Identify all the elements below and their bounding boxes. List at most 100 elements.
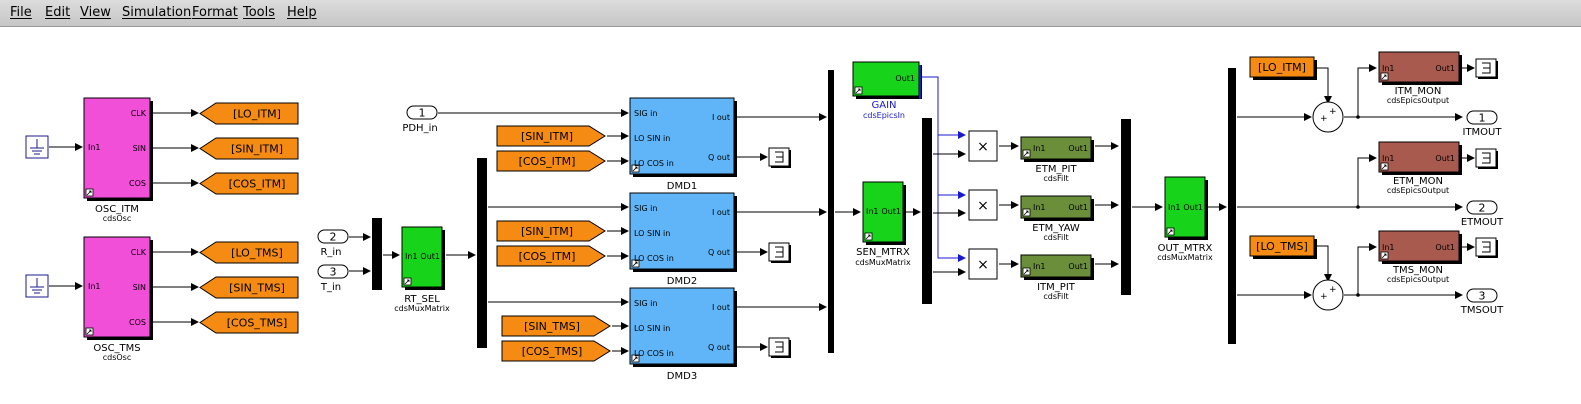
inport-r-in[interactable]: 2 bbox=[317, 229, 349, 244]
sum-sign: + bbox=[1320, 292, 1328, 302]
outport-tmsout[interactable]: 3 bbox=[1466, 288, 1498, 303]
terminator-icon bbox=[1482, 152, 1491, 164]
outport-etmout[interactable]: 2 bbox=[1466, 200, 1498, 215]
block-diagram-canvas: In1CLKSINCOSOSC_ITMcdsOsc[LO_ITM][SIN_IT… bbox=[25, 51, 1504, 382]
port-label: SIG in bbox=[634, 299, 657, 308]
demod-2-q-terminator[interactable] bbox=[768, 242, 791, 263]
monitor-terminator[interactable] bbox=[1475, 237, 1498, 258]
from-tag-label: [COS_ITM] bbox=[519, 155, 576, 168]
monitor-terminator[interactable] bbox=[1475, 58, 1498, 79]
sum-block[interactable]: ++ bbox=[1312, 279, 1344, 311]
block-body bbox=[629, 192, 735, 270]
filter-lib: cdsFilt bbox=[1043, 233, 1068, 242]
menu-format[interactable]: Format bbox=[192, 5, 238, 20]
product-body bbox=[968, 189, 998, 221]
filter-lib: cdsFilt bbox=[1043, 292, 1068, 301]
osc-tms-ground-source[interactable] bbox=[25, 274, 49, 298]
port-number: 2 bbox=[330, 231, 337, 244]
terminator-icon bbox=[775, 151, 784, 163]
port-label: CLK bbox=[131, 248, 147, 257]
from-tag-label: [SIN_ITM] bbox=[521, 225, 573, 238]
mux-r-t[interactable] bbox=[372, 218, 382, 290]
goto-tag[interactable]: [LO_TMS] bbox=[199, 241, 299, 264]
monitor-branch-wire bbox=[1357, 154, 1377, 207]
demux-rt[interactable] bbox=[477, 158, 487, 348]
goto-tag[interactable]: [LO_ITM] bbox=[199, 102, 299, 125]
from-tag[interactable]: [SIN_ITM] bbox=[496, 220, 606, 242]
inport-pdh-in[interactable]: 1 bbox=[406, 105, 438, 120]
goto-tag-label: [COS_TMS] bbox=[227, 317, 288, 330]
block-body bbox=[401, 226, 443, 288]
port-label: Out1 bbox=[1435, 154, 1455, 163]
goto-tag-label: [SIN_ITM] bbox=[231, 143, 283, 156]
block-body bbox=[862, 181, 904, 243]
osc-itm-ground-source[interactable] bbox=[25, 135, 49, 159]
terminator-icon bbox=[775, 341, 784, 353]
port-label: In1 bbox=[88, 143, 101, 152]
product-block[interactable]: × bbox=[968, 248, 998, 280]
port-label: Q out bbox=[708, 153, 730, 162]
sen-mtrx-lib: cdsMuxMatrix bbox=[855, 258, 911, 267]
from-tag[interactable]: [SIN_TMS] bbox=[501, 315, 611, 337]
demod-3-q-terminator[interactable] bbox=[768, 337, 791, 358]
from-shape bbox=[496, 220, 606, 242]
menu-help[interactable]: Help bbox=[287, 5, 317, 20]
demux-out[interactable] bbox=[1228, 68, 1236, 344]
menu-simulation[interactable]: Simulation bbox=[122, 5, 192, 20]
from-shape bbox=[1249, 56, 1315, 78]
product-block[interactable]: × bbox=[968, 130, 998, 162]
terminator-icon bbox=[1482, 241, 1491, 253]
demod-2-name: DMD2 bbox=[667, 276, 697, 287]
monitor-terminator[interactable] bbox=[1475, 148, 1498, 169]
from-tag[interactable]: [COS_ITM] bbox=[496, 245, 606, 267]
goto-tag[interactable]: [COS_ITM] bbox=[199, 172, 299, 195]
inport-t-in[interactable]: 3 bbox=[317, 264, 349, 279]
goto-tag[interactable]: [SIN_TMS] bbox=[199, 276, 299, 299]
port-label: LO SIN in bbox=[634, 324, 670, 333]
out-mtrx-lib: cdsMuxMatrix bbox=[1157, 253, 1213, 262]
from-tag[interactable]: [COS_ITM] bbox=[496, 150, 606, 172]
menu-tools[interactable]: Tools bbox=[243, 5, 276, 20]
mux-filt[interactable] bbox=[1121, 119, 1131, 295]
demux-sen[interactable] bbox=[922, 118, 932, 304]
outport-itmout[interactable]: 1 bbox=[1466, 110, 1498, 125]
from-tag[interactable]: [COS_TMS] bbox=[501, 340, 611, 362]
goto-tag[interactable]: [COS_TMS] bbox=[199, 311, 299, 334]
branch-point bbox=[1356, 115, 1360, 119]
from-shape bbox=[501, 315, 611, 337]
monitor-lib: cdsEpicsOutput bbox=[1387, 96, 1449, 105]
demod-1-q-terminator[interactable] bbox=[768, 147, 791, 168]
sum-sign: + bbox=[1329, 285, 1337, 295]
product-block[interactable]: × bbox=[968, 189, 998, 221]
port-label: LO COS in bbox=[634, 254, 674, 263]
monitor-name: TMS_MON bbox=[1392, 265, 1443, 276]
menu-view[interactable]: View bbox=[80, 5, 111, 20]
from-tag-label: [LO_ITM] bbox=[1258, 61, 1306, 74]
terminator-icon bbox=[1482, 62, 1491, 74]
menu-edit[interactable]: Edit bbox=[45, 5, 71, 20]
link-arrow bbox=[1023, 210, 1029, 216]
from-tag-lo-itm[interactable]: [LO_ITM] bbox=[1249, 56, 1317, 80]
from-tag-lo-tms[interactable]: [LO_TMS] bbox=[1249, 235, 1317, 259]
from-tag[interactable]: [SIN_ITM] bbox=[496, 125, 606, 147]
port-label: CLK bbox=[131, 109, 147, 118]
goto-tag[interactable]: [SIN_ITM] bbox=[199, 137, 299, 160]
sum-block[interactable]: ++ bbox=[1312, 101, 1344, 133]
menu-file[interactable]: File bbox=[10, 5, 32, 20]
gain-block[interactable]: Out1 bbox=[852, 61, 922, 99]
mux-demod[interactable] bbox=[828, 70, 834, 353]
